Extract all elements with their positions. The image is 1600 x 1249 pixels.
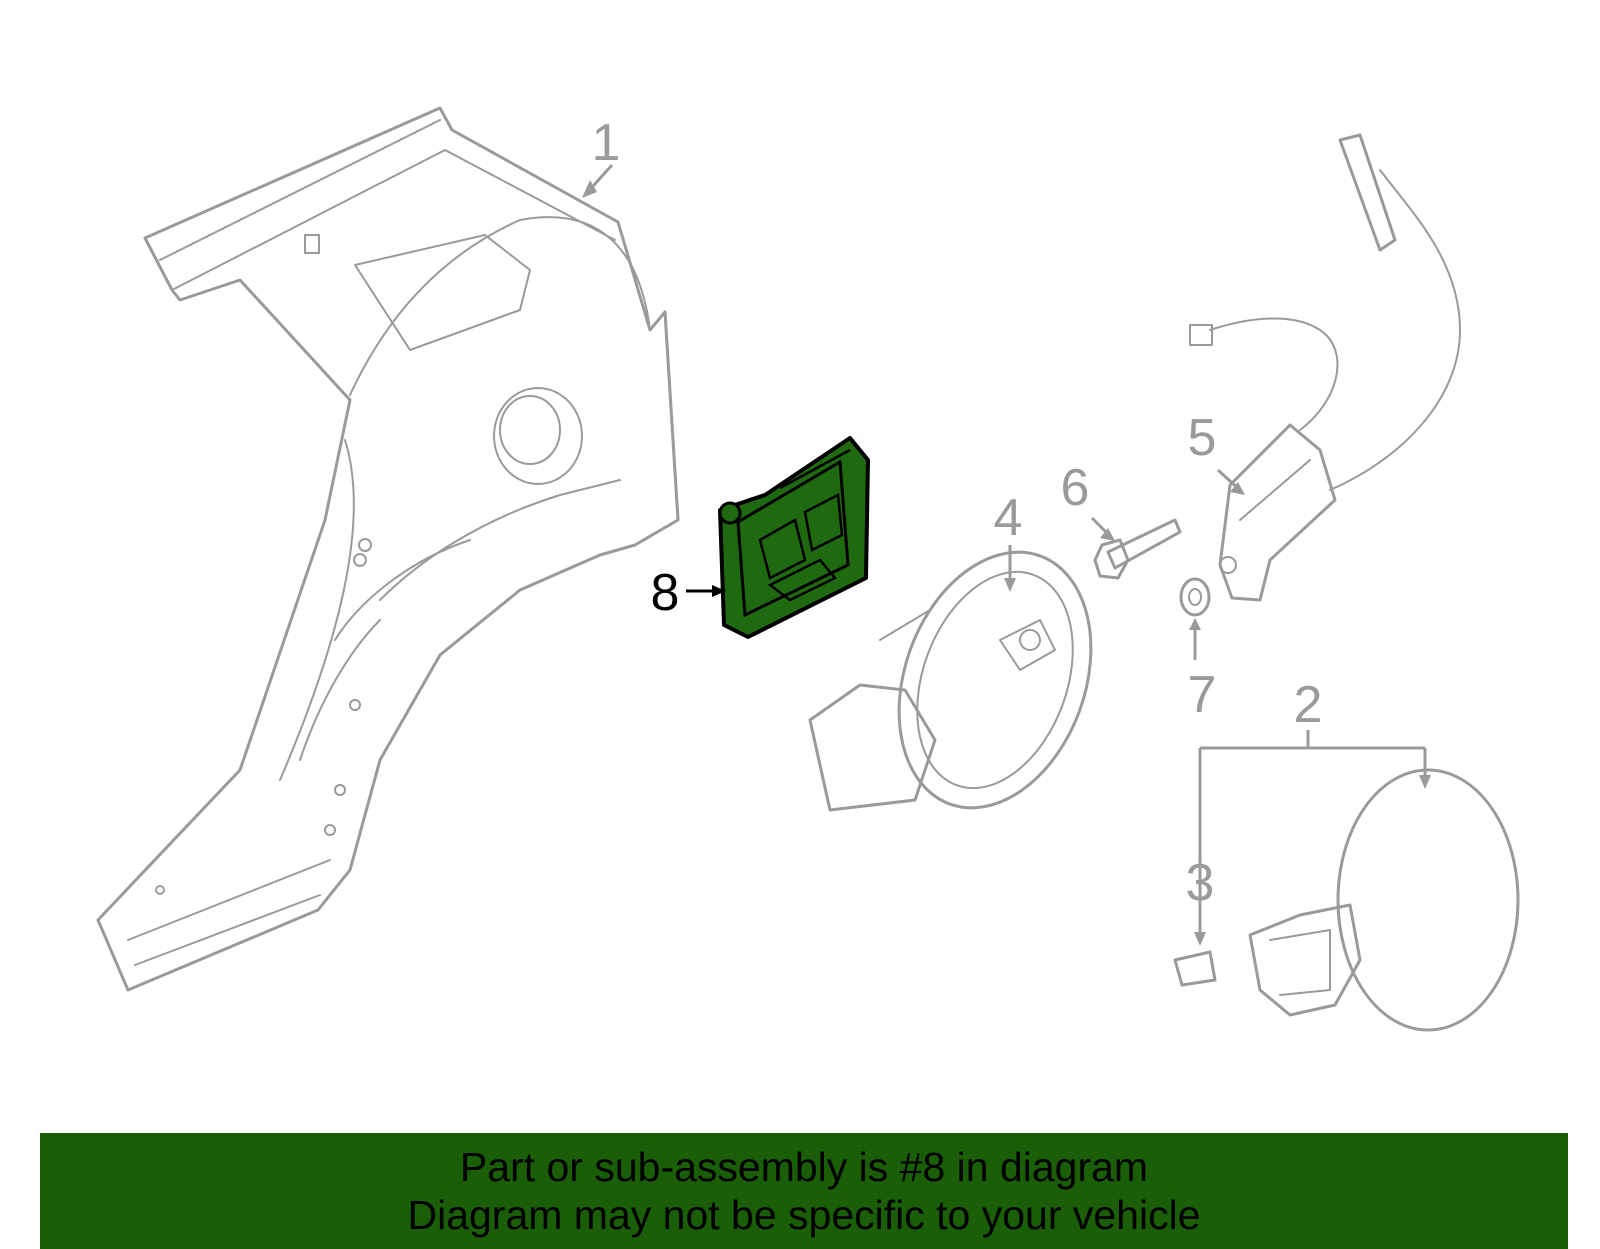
banner-line-part-number: Part or sub-assembly is #8 in diagram bbox=[459, 1144, 1149, 1190]
fuel-door-housing-part-8 bbox=[718, 436, 870, 639]
bolt-part-6 bbox=[1093, 518, 1182, 580]
quarter-panel-part-1 bbox=[96, 106, 680, 992]
callout-4: 4 bbox=[994, 489, 1023, 547]
banner-line-disclaimer: Diagram may not be specific to your vehi… bbox=[407, 1192, 1201, 1238]
callout-7: 7 bbox=[1188, 666, 1217, 724]
clip-part-3 bbox=[1173, 950, 1217, 987]
filler-pocket-part-4 bbox=[808, 550, 1093, 812]
callout-2: 2 bbox=[1294, 676, 1323, 734]
callout-8: 8 bbox=[651, 564, 680, 622]
info-banner: Part or sub-assembly is #8 in diagram Di… bbox=[40, 1133, 1568, 1249]
washer-part-7 bbox=[1179, 577, 1211, 617]
callout-6: 6 bbox=[1061, 459, 1090, 517]
callout-3: 3 bbox=[1186, 854, 1215, 912]
leader-lines bbox=[582, 163, 1431, 946]
callout-5: 5 bbox=[1188, 409, 1217, 467]
callout-1: 1 bbox=[592, 114, 621, 172]
fuel-door-part-2 bbox=[1248, 768, 1520, 1032]
actuator-part-5 bbox=[1189, 133, 1461, 602]
